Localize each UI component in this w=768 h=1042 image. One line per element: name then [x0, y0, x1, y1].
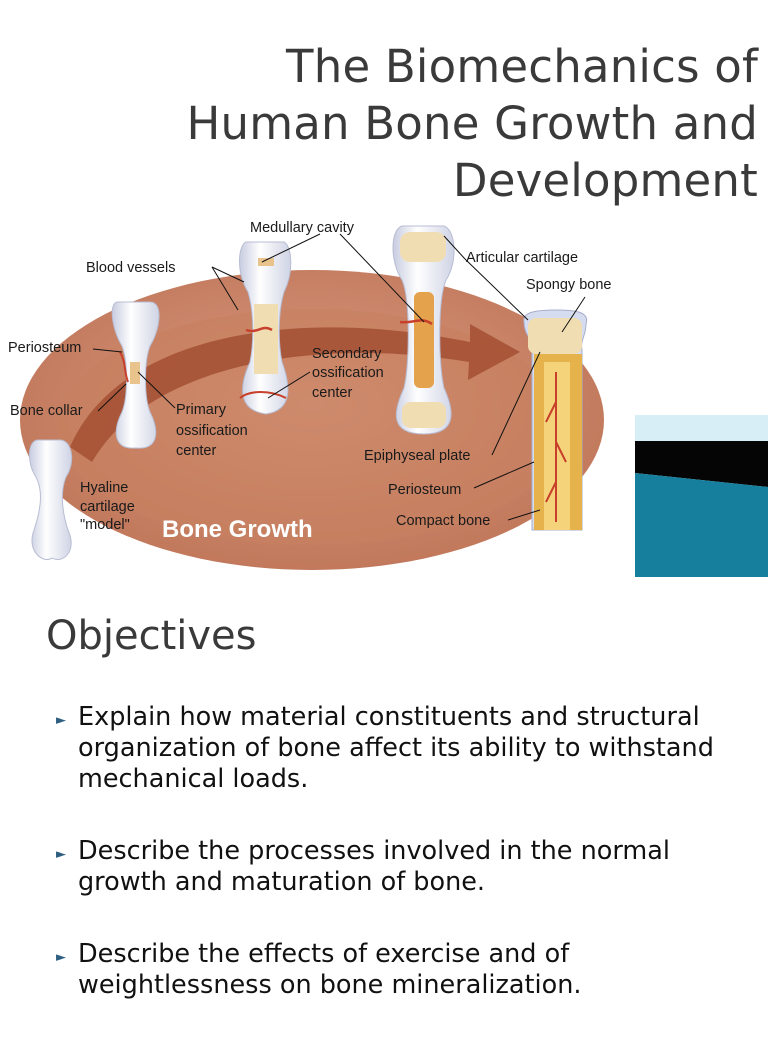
label-medullary-cavity: Medullary cavity: [250, 220, 354, 236]
bullet-triangle-icon: ►: [56, 713, 66, 728]
growth-arrow: [70, 324, 520, 462]
objectives-heading: Objectives: [46, 613, 257, 659]
objective-text-1: Explain how material constituents and st…: [78, 702, 714, 794]
vessel-3b: [239, 391, 287, 399]
objective-item-1: ► Explain how material constituents and …: [56, 702, 756, 795]
diagram-caption: Bone Growth: [162, 516, 313, 543]
label-periosteum-right: Periosteum: [388, 482, 462, 498]
periosteum-vessel-2: [119, 351, 129, 383]
top-spot-3: [258, 258, 274, 266]
deco-light-stripe: [635, 415, 768, 441]
bone-stage-1: [29, 439, 73, 560]
bottom-epiphysis-4: [402, 402, 446, 428]
label-epiphyseal-plate: Epiphyseal plate: [364, 448, 471, 464]
top-epiphysis-4: [400, 232, 446, 262]
medullary-core-3: [254, 304, 278, 374]
label-primary-ossification-3: center: [176, 443, 217, 459]
vessel-3: [245, 326, 273, 333]
label-bone-collar: Bone collar: [10, 403, 83, 419]
label-secondary-ossification-1: Secondary: [312, 346, 382, 362]
bone-growth-diagram: Medullary cavity Blood vessels Articular…: [0, 212, 640, 582]
bone-growth-illustration: [20, 225, 604, 570]
label-hyaline-2: cartilage: [80, 499, 135, 515]
objective-text-2: Describe the processes involved in the n…: [78, 836, 670, 897]
objective-item-2: ► Describe the processes involved in the…: [56, 836, 756, 898]
medullary-4: [414, 292, 434, 388]
title-line-1: The Biomechanics of: [286, 40, 758, 93]
label-spongy-bone: Spongy bone: [526, 277, 612, 293]
label-secondary-ossification-2: ossification: [312, 365, 384, 381]
title-line-2: Human Bone Growth and: [186, 97, 758, 150]
spongy-region-5: [528, 318, 582, 354]
objective-item-3: ► Describe the effects of exercise and o…: [56, 939, 756, 1001]
decorative-band: [635, 415, 768, 577]
leader-lines: [92, 233, 586, 521]
vessel-4: [399, 319, 433, 326]
label-articular-cartilage: Articular cartilage: [466, 250, 579, 266]
label-compact-bone: Compact bone: [396, 513, 491, 529]
slide-title: The Biomechanics of Human Bone Growth an…: [78, 38, 758, 209]
title-line-3: Development: [452, 154, 758, 207]
vessel-5: [545, 372, 567, 522]
label-primary-ossification-1: Primary: [176, 402, 226, 418]
bullet-triangle-icon: ►: [56, 847, 66, 862]
label-hyaline-1: Hyaline: [80, 480, 129, 496]
label-periosteum-left: Periosteum: [8, 340, 82, 356]
objective-text-3: Describe the effects of exercise and of …: [78, 939, 582, 1000]
label-hyaline-3: "model": [80, 517, 130, 533]
label-blood-vessels: Blood vessels: [86, 260, 176, 276]
label-primary-ossification-2: ossification: [176, 423, 248, 439]
primary-center-spot: [130, 362, 140, 384]
deco-dark-stripe: [635, 441, 768, 487]
bullet-triangle-icon: ►: [56, 950, 66, 965]
label-secondary-ossification-3: center: [312, 385, 353, 401]
objectives-list: ► Explain how material constituents and …: [56, 702, 756, 1042]
deco-teal-block: [635, 473, 768, 577]
